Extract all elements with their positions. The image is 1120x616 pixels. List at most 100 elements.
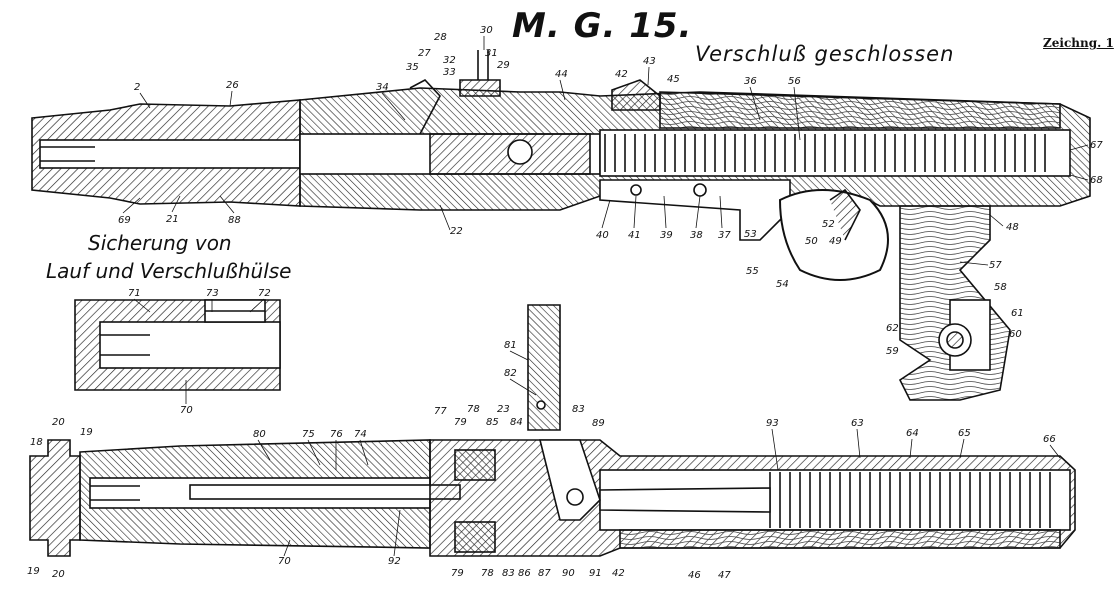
callout-top-11: 30 bbox=[480, 25, 493, 36]
callout-top-19: 36 bbox=[744, 76, 757, 87]
callout-top-26: 53 bbox=[744, 229, 757, 240]
callout-bottom-0: 20 bbox=[52, 417, 65, 428]
top-stock-wood bbox=[659, 91, 1061, 129]
callout-inset-1: 73 bbox=[206, 288, 219, 299]
callout-bottom-7: 76 bbox=[330, 429, 343, 440]
callout-top-29: 50 bbox=[805, 236, 818, 247]
callout-top-38: 59 bbox=[886, 346, 899, 357]
top-rear-sight bbox=[459, 79, 501, 97]
diagram-title: M. G. 15. bbox=[512, 6, 693, 46]
callout-top-1: 26 bbox=[226, 80, 239, 91]
callout-top-10: 33 bbox=[443, 67, 456, 78]
callout-bottom-13: 77 bbox=[434, 406, 447, 417]
callout-top-30: 52 bbox=[822, 219, 835, 230]
callout-bottom-24: 65 bbox=[958, 428, 971, 439]
callout-bottom-12: 82 bbox=[504, 368, 517, 379]
callout-bottom-2: 18 bbox=[30, 437, 43, 448]
callout-top-2: 69 bbox=[118, 215, 131, 226]
callout-top-22: 41 bbox=[628, 230, 641, 241]
callout-top-20: 56 bbox=[788, 76, 801, 87]
callout-top-9: 32 bbox=[443, 55, 456, 66]
top-spring bbox=[604, 134, 1046, 172]
bottom-bolt-head bbox=[538, 439, 601, 521]
callout-bottom-8: 74 bbox=[354, 429, 367, 440]
callout-inset-2: 72 bbox=[258, 288, 271, 299]
callout-bottom-4: 20 bbox=[52, 569, 65, 580]
callout-top-18: 45 bbox=[667, 74, 680, 85]
callout-top-12: 31 bbox=[485, 48, 498, 59]
callout-bottom-16: 23 bbox=[497, 404, 510, 415]
callout-top-7: 27 bbox=[418, 48, 431, 59]
callout-top-14: 22 bbox=[450, 226, 463, 237]
callout-bottom-19: 83 bbox=[572, 404, 585, 415]
top-front-latch bbox=[611, 79, 661, 111]
callout-bottom-17: 85 bbox=[486, 417, 499, 428]
callout-bottom-23: 64 bbox=[906, 428, 919, 439]
callout-top-3: 21 bbox=[166, 214, 179, 225]
callouts-inset: 71 73 72 70 bbox=[128, 288, 271, 416]
inset-section bbox=[74, 299, 281, 391]
callout-top-24: 38 bbox=[690, 230, 703, 241]
callout-bottom-27: 78 bbox=[481, 568, 494, 579]
callout-bottom-28: 83 bbox=[502, 568, 515, 579]
callout-bottom-34: 46 bbox=[688, 570, 701, 581]
callout-top-5: 34 bbox=[376, 82, 389, 93]
callout-top-36: 60 bbox=[1009, 329, 1022, 340]
top-cocking-lever bbox=[409, 79, 441, 135]
top-trigger-guard bbox=[778, 189, 889, 281]
callout-top-15: 44 bbox=[555, 69, 568, 80]
callout-top-25: 37 bbox=[718, 230, 731, 241]
top-gun-section bbox=[31, 50, 1091, 401]
callout-top-4: 88 bbox=[228, 215, 241, 226]
callout-bottom-18: 84 bbox=[510, 417, 523, 428]
callout-top-27: 55 bbox=[746, 266, 759, 277]
callout-bottom-20: 89 bbox=[592, 418, 605, 429]
inset-title-line2: Lauf und Verschlußhülse bbox=[46, 259, 292, 283]
callouts-bottom: 20 19 18 19 20 80 75 76 74 70 92 81 82 7… bbox=[27, 340, 1056, 581]
bottom-stock-wood bbox=[619, 529, 1061, 549]
callout-bottom-14: 78 bbox=[467, 404, 480, 415]
callout-bottom-29: 86 bbox=[518, 568, 531, 579]
leader-lines bbox=[122, 36, 1089, 557]
callout-top-21: 40 bbox=[596, 230, 609, 241]
callout-inset-0: 71 bbox=[128, 288, 141, 299]
top-barrel-bore bbox=[39, 139, 301, 169]
callout-top-33: 57 bbox=[989, 260, 1002, 271]
callout-bottom-22: 63 bbox=[851, 418, 864, 429]
callout-bottom-33: 42 bbox=[612, 568, 625, 579]
inset-title-line1: Sicherung von bbox=[88, 231, 232, 255]
callout-bottom-11: 81 bbox=[504, 340, 517, 351]
callout-bottom-3: 19 bbox=[27, 566, 40, 577]
top-trigger-housing bbox=[599, 179, 791, 241]
callout-top-39: 67 bbox=[1090, 140, 1103, 151]
callout-bottom-9: 70 bbox=[278, 556, 291, 567]
callout-top-34: 58 bbox=[994, 282, 1007, 293]
plate-label: Zeichng. 1 bbox=[1043, 36, 1114, 50]
callout-bottom-5: 80 bbox=[253, 429, 266, 440]
callout-top-35: 61 bbox=[1011, 308, 1024, 319]
callout-inset-3: 70 bbox=[180, 405, 193, 416]
callout-top-0: 2 bbox=[134, 82, 140, 93]
callout-top-17: 43 bbox=[643, 56, 656, 67]
bottom-firing-pin bbox=[599, 487, 771, 513]
callout-bottom-31: 90 bbox=[562, 568, 575, 579]
callout-top-13: 29 bbox=[497, 60, 510, 71]
callout-top-32: 48 bbox=[1006, 222, 1019, 233]
diagram-subtitle: Verschluß geschlossen bbox=[695, 42, 955, 66]
callout-top-37: 62 bbox=[886, 323, 899, 334]
callout-bottom-32: 91 bbox=[589, 568, 602, 579]
inset-bore bbox=[99, 321, 281, 369]
bottom-gun-section bbox=[29, 304, 1076, 557]
callout-bottom-26: 79 bbox=[451, 568, 464, 579]
callout-top-8: 28 bbox=[434, 32, 447, 43]
callout-bottom-30: 87 bbox=[538, 568, 551, 579]
callout-bottom-1: 19 bbox=[80, 427, 93, 438]
callouts-top: 2 26 69 21 88 34 35 27 28 32 33 30 31 29… bbox=[118, 25, 1103, 357]
callout-bottom-25: 66 bbox=[1043, 434, 1056, 445]
callout-top-6: 35 bbox=[406, 62, 419, 73]
callout-top-40: 68 bbox=[1090, 175, 1103, 186]
bottom-feed-lever bbox=[527, 304, 561, 431]
callout-top-28: 54 bbox=[776, 279, 789, 290]
